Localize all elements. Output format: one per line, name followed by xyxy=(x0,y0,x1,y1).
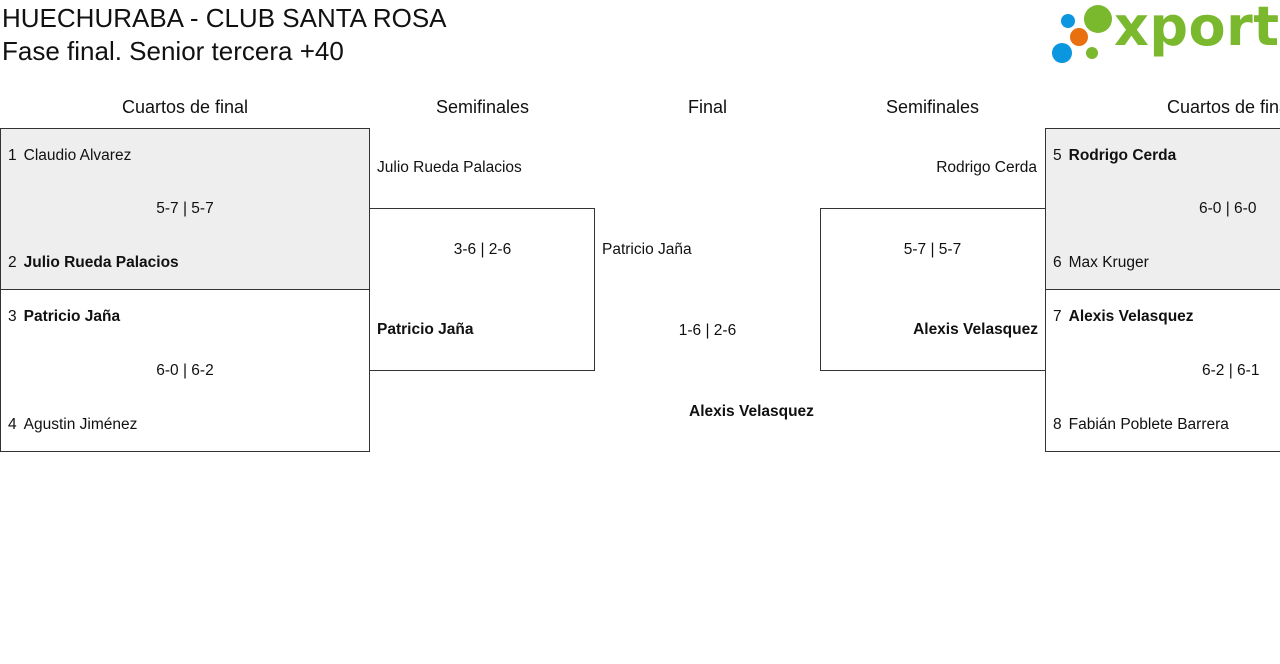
round-header-left-semis: Semifinales xyxy=(435,97,530,117)
player-name-winner: Patricio Jaña xyxy=(23,308,121,325)
player-ls-p1[interactable]: Julio Rueda Palacios xyxy=(377,159,522,176)
round-header-right-semis: Semifinales xyxy=(885,97,980,117)
player-name-winner: Julio Rueda Palacios xyxy=(23,254,179,271)
match-score-lq2: 6-0 | 6-2 xyxy=(156,362,214,379)
player-rs-p2[interactable]: Alexis Velasquez xyxy=(913,321,1038,338)
match-box-rq1[interactable] xyxy=(1045,128,1280,290)
logo-text: xporty xyxy=(1114,0,1280,58)
champion-name[interactable]: Alexis Velasquez xyxy=(689,403,814,420)
player-lq2-p2[interactable]: 4 Agustin Jiménez xyxy=(8,415,137,435)
xporty-logo[interactable]: xporty xyxy=(1050,0,1280,67)
player-final-p1[interactable]: Patricio Jaña xyxy=(602,241,692,258)
player-name: Agustin Jiménez xyxy=(23,416,138,433)
player-lq1-p1[interactable]: 1 Claudio Alvarez xyxy=(8,146,131,166)
player-rq1-p1[interactable]: 5 Rodrigo Cerda xyxy=(1053,146,1176,166)
logo-dot-blue-small-icon xyxy=(1061,14,1075,28)
player-rq2-p1[interactable]: 7 Alexis Velasquez xyxy=(1053,307,1194,327)
player-lq1-p2[interactable]: 2 Julio Rueda Palacios xyxy=(8,253,179,273)
seed-number: 5 xyxy=(1053,147,1062,164)
logo-dot-green-icon xyxy=(1084,5,1112,33)
player-rq1-p2[interactable]: 6 Max Kruger xyxy=(1053,253,1149,273)
round-header-right-quarters: Cuartos de final xyxy=(1166,97,1280,117)
logo-dot-blue-large-icon xyxy=(1052,43,1072,63)
player-ls-p2[interactable]: Patricio Jaña xyxy=(377,321,474,338)
player-rs-p1[interactable]: Rodrigo Cerda xyxy=(936,159,1037,176)
player-rq2-p2[interactable]: 8 Fabián Poblete Barrera xyxy=(1053,415,1229,435)
match-score-final: 1-6 | 2-6 xyxy=(678,322,737,339)
page-subtitle: Fase final. Senior tercera +40 xyxy=(2,36,344,66)
logo-dot-orange-icon xyxy=(1070,28,1088,46)
player-name-winner: Alexis Velasquez xyxy=(1068,308,1194,325)
match-score-left-semi: 3-6 | 2-6 xyxy=(453,241,512,258)
round-header-final: Final xyxy=(687,97,727,117)
seed-number: 3 xyxy=(8,308,17,325)
player-name: Fabián Poblete Barrera xyxy=(1068,416,1229,433)
player-lq2-p1[interactable]: 3 Patricio Jaña xyxy=(8,307,120,327)
player-name-winner: Rodrigo Cerda xyxy=(1068,147,1177,164)
seed-number: 6 xyxy=(1053,254,1062,271)
logo-dot-green-small-icon xyxy=(1086,47,1098,59)
seed-number: 8 xyxy=(1053,416,1062,433)
match-box-left-semi[interactable] xyxy=(369,208,595,371)
player-name: Max Kruger xyxy=(1068,254,1149,271)
seed-number: 1 xyxy=(8,147,17,164)
match-score-rq2: 6-2 | 6-1 xyxy=(1202,362,1260,379)
match-score-lq1: 5-7 | 5-7 xyxy=(156,200,214,217)
seed-number: 4 xyxy=(8,416,17,433)
match-box-rq2[interactable] xyxy=(1045,289,1280,452)
seed-number: 7 xyxy=(1053,308,1062,325)
match-score-right-semi: 5-7 | 5-7 xyxy=(903,241,962,258)
match-box-right-semi[interactable] xyxy=(820,208,1046,371)
match-score-rq1: 6-0 | 6-0 xyxy=(1199,200,1257,217)
round-header-left-quarters: Cuartos de final xyxy=(121,97,249,117)
match-box-lq1[interactable] xyxy=(0,128,370,290)
page-title: HUECHURABA - CLUB SANTA ROSA xyxy=(2,3,447,33)
player-name: Claudio Alvarez xyxy=(23,147,132,164)
seed-number: 2 xyxy=(8,254,17,271)
